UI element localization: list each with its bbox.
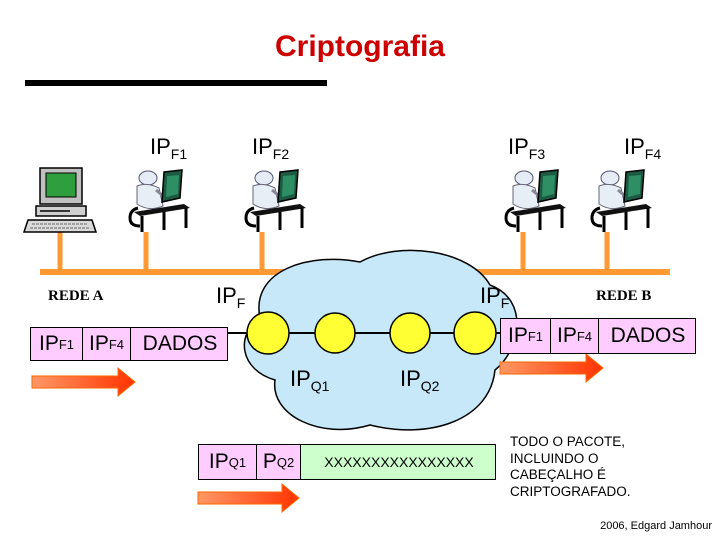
note-line: TODO O PACOTE, — [510, 434, 626, 449]
desktop-computer-icon — [22, 167, 98, 233]
router-label-q1: IPQ1 — [290, 366, 330, 394]
workstation-icon-f4 — [590, 168, 654, 234]
page-title: Criptografia — [274, 30, 445, 63]
note-line: CABEÇALHO É — [510, 467, 607, 482]
arrow-left-icon — [31, 366, 136, 398]
gateway-node-right — [453, 311, 497, 355]
router-node-q2 — [389, 312, 431, 354]
gateway-node-left — [246, 311, 290, 355]
note-line: INCLUINDO O — [510, 450, 599, 466]
internet-cloud — [243, 249, 518, 431]
network-b-label: REDE B — [596, 288, 652, 304]
workstation-icon-f2 — [244, 168, 308, 234]
host-label-f4: IPF4 — [624, 134, 662, 162]
arrow-right-icon — [499, 352, 604, 384]
packet-encrypted-payload: XXXXXXXXXXXXXXXX — [301, 445, 495, 479]
arrow-tunnel-icon — [197, 482, 300, 514]
title-underline — [25, 80, 327, 86]
workstation-icon-f3 — [504, 168, 568, 234]
gateway-label-left: IPF — [216, 283, 246, 311]
packet-payload: DADOS — [599, 319, 695, 353]
router-node-q1 — [314, 312, 356, 354]
encryption-note: TODO O PACOTE, INCLUINDO O CABEÇALHO É C… — [510, 434, 710, 500]
packet-payload: DADOS — [131, 328, 227, 360]
router-label-q2: IPQ2 — [400, 366, 440, 394]
network-a-label: REDE A — [48, 288, 104, 304]
host-label-f2: IPF2 — [252, 134, 290, 162]
workstation-icon-f1 — [128, 168, 192, 234]
note-line: CRIPTOGRAFADO. — [510, 483, 631, 499]
credit-text: 2006, Edgard Jamhour — [600, 520, 712, 532]
gateway-label-right: IPF — [480, 283, 510, 311]
host-label-f3: IPF3 — [508, 134, 546, 162]
host-label-f1: IPF1 — [150, 134, 188, 162]
